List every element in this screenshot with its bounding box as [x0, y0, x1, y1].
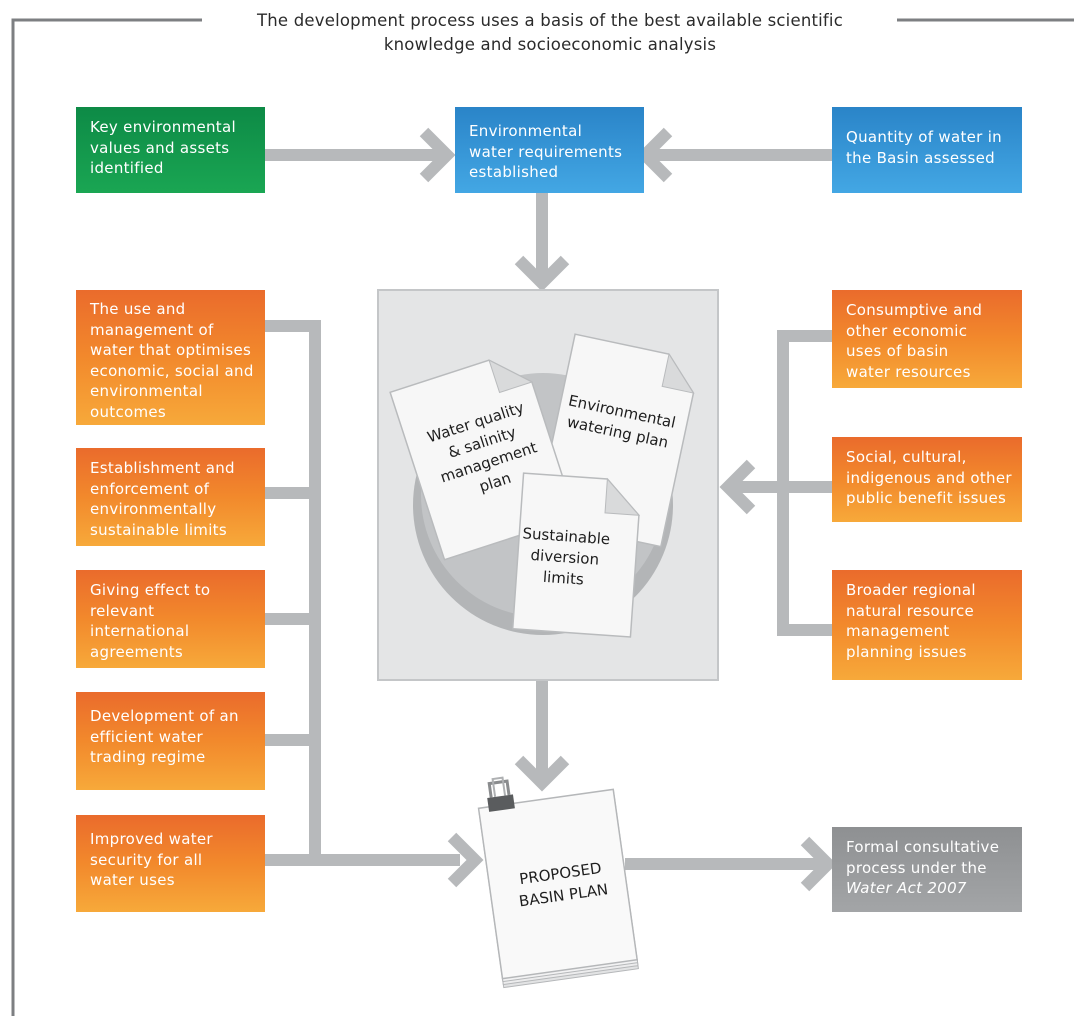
frame	[11, 18, 1074, 1016]
box-sustainable-limits: Establishment and enforcement of environ…	[76, 448, 265, 546]
arrowhead-panel-to-plan	[514, 755, 570, 792]
box-line: Environmental	[469, 122, 583, 140]
doc-env-fold	[661, 352, 695, 394]
box-line: public benefit issues	[846, 489, 1007, 507]
arrowhead-key-to-env	[419, 127, 456, 183]
box-line: trading regime	[90, 748, 206, 766]
box-water-trading-regime: Development of an efficient water tradin…	[76, 692, 265, 790]
box-line: identified	[90, 159, 164, 177]
box-line: management	[846, 622, 950, 640]
doc-sdl-line-3: limits	[542, 568, 584, 589]
box-line: enforcement of	[90, 479, 210, 498]
box-water-security: Improved water security for all water us…	[76, 815, 265, 912]
box-line: other economic	[846, 321, 968, 340]
water-act-italic: Water Act 2007	[846, 879, 967, 897]
arrowhead-right-to-panel	[719, 459, 756, 515]
doc-diversion-limits: Sustainable diversion limits	[511, 472, 641, 638]
box-social-cultural-issues: Social, cultural, indigenous and other p…	[832, 437, 1022, 522]
arrowhead-plan-to-output	[800, 836, 837, 892]
box-line: Formal consultative	[846, 838, 1000, 856]
arrowhead-quantity-to-env	[636, 127, 673, 183]
box-line: Key environmental	[90, 118, 236, 136]
box-consumptive-uses: Consumptive and other economic uses of b…	[832, 290, 1022, 388]
box-line: natural resource	[846, 601, 975, 620]
box-line: relevant	[90, 601, 155, 620]
box-regional-planning-issues: Broader regional natural resource manage…	[832, 570, 1022, 680]
box-key-environmental-values: Key environmental values and assets iden…	[76, 107, 265, 193]
box-line: outcomes	[90, 402, 167, 421]
box-line: environmental	[90, 382, 203, 400]
box-line: agreements	[90, 642, 184, 661]
box-line: water requirements	[469, 142, 623, 161]
box-line: indigenous and other	[846, 468, 1012, 487]
frame-left-line	[11, 18, 202, 1016]
connectors	[265, 127, 837, 892]
box-line: management of	[90, 320, 214, 339]
box-line: economic, social and	[90, 361, 254, 380]
box-line: international	[90, 622, 190, 640]
box-line: Consumptive and	[846, 301, 983, 319]
box-line: sustainable limits	[90, 520, 227, 539]
box-line: established	[469, 163, 559, 181]
box-line: Establishment and	[90, 459, 235, 477]
box-environmental-water-requirements: Environmental water requirements establi…	[455, 107, 644, 193]
box-line: environmentally	[90, 500, 217, 518]
arrowhead-env-to-panel	[514, 255, 570, 292]
arrowhead-left-to-plan	[447, 832, 484, 888]
box-line: Development of an	[90, 707, 239, 725]
doc-sdl-page	[511, 472, 640, 638]
header-line-1: The development process uses a basis of …	[257, 11, 843, 30]
box-international-agreements: Giving effect to relevant international …	[76, 570, 265, 668]
box-line: water that optimises	[90, 341, 252, 359]
box-quantity-of-water: Quantity of water in the Basin assessed	[832, 107, 1022, 193]
box-line: The use and	[90, 300, 186, 318]
box-line: efficient water	[90, 727, 203, 746]
binder-clip-icon	[487, 776, 515, 812]
box-line: water resources	[846, 362, 971, 381]
box-line: Social, cultural,	[846, 448, 967, 466]
box-line: uses of basin	[846, 342, 949, 360]
plan-page-front	[477, 788, 639, 980]
box-use-and-management: The use and management of water that opt…	[76, 290, 265, 425]
box-line: Broader regional	[846, 581, 976, 599]
box-line: planning issues	[846, 642, 967, 661]
doc-sdl-fold	[604, 477, 641, 516]
doc-wq-fold	[488, 359, 534, 394]
box-line: Quantity of water in	[846, 128, 1002, 146]
box-line: security for all	[90, 850, 203, 869]
box-line: values and assets	[90, 138, 230, 157]
doc-sdl-line-2: diversion	[530, 546, 600, 569]
header-line-2: knowledge and socioeconomic analysis	[383, 35, 717, 54]
proposed-basin-plan: PROPOSED BASIN PLAN	[477, 776, 639, 989]
box-line: water uses	[90, 871, 175, 889]
box-line: the Basin assessed	[846, 148, 995, 167]
box-formal-consultative-process: Formal consultative process under the Wa…	[832, 827, 1022, 912]
box-line: Giving effect to	[90, 581, 211, 599]
box-line: process under the	[846, 858, 987, 877]
connector-left-bus	[265, 320, 460, 866]
box-line: Improved water	[90, 830, 213, 848]
